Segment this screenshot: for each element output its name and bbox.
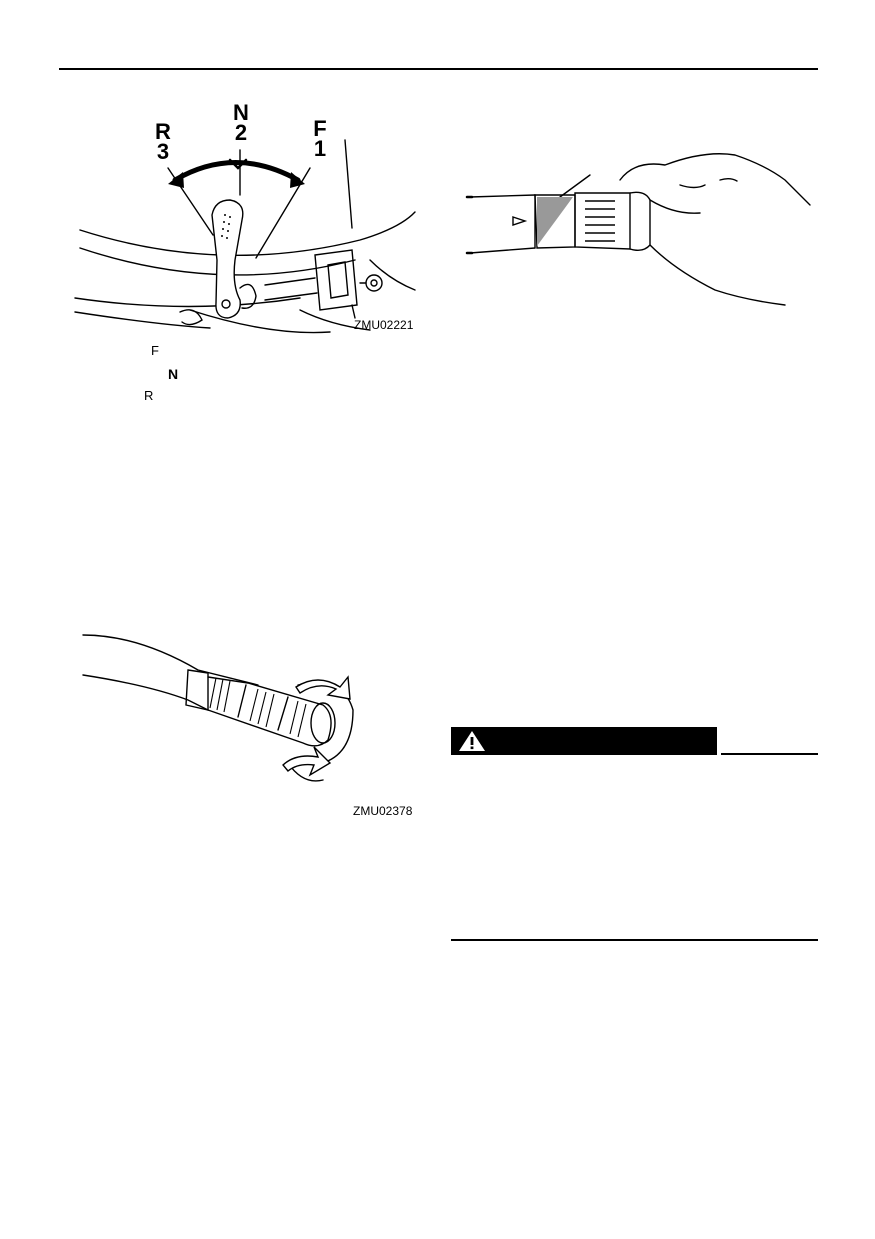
legend-f: F: [151, 343, 159, 358]
legend-n: N: [168, 366, 179, 382]
gear-label-r3: R 3: [150, 119, 176, 164]
gear-letter-r: R: [155, 119, 171, 144]
gear-number-2: 2: [234, 120, 248, 145]
shift-lever-illustration: [74, 139, 416, 334]
figure-code-shift-lever: ZMU02221: [354, 318, 414, 332]
warning-triangle-icon: [459, 731, 485, 751]
legend-r: R: [144, 388, 154, 403]
warning-footer-rule: [451, 939, 818, 941]
alignment-mark-illustration: [465, 153, 811, 306]
gear-label-f1: F 1: [307, 116, 333, 161]
gear-number-3: 3: [156, 139, 170, 164]
warning-banner: [451, 727, 717, 755]
warning-header-rule: [721, 753, 818, 755]
gear-label-n2: N 2: [228, 100, 254, 145]
gear-letter-n: N: [233, 100, 249, 125]
header-rule: [59, 68, 818, 70]
figure-code-throttle-grip: ZMU02378: [353, 804, 413, 818]
gear-letter-f: F: [313, 116, 327, 141]
throttle-grip-illustration: [82, 634, 354, 782]
gear-number-1: 1: [313, 136, 327, 161]
